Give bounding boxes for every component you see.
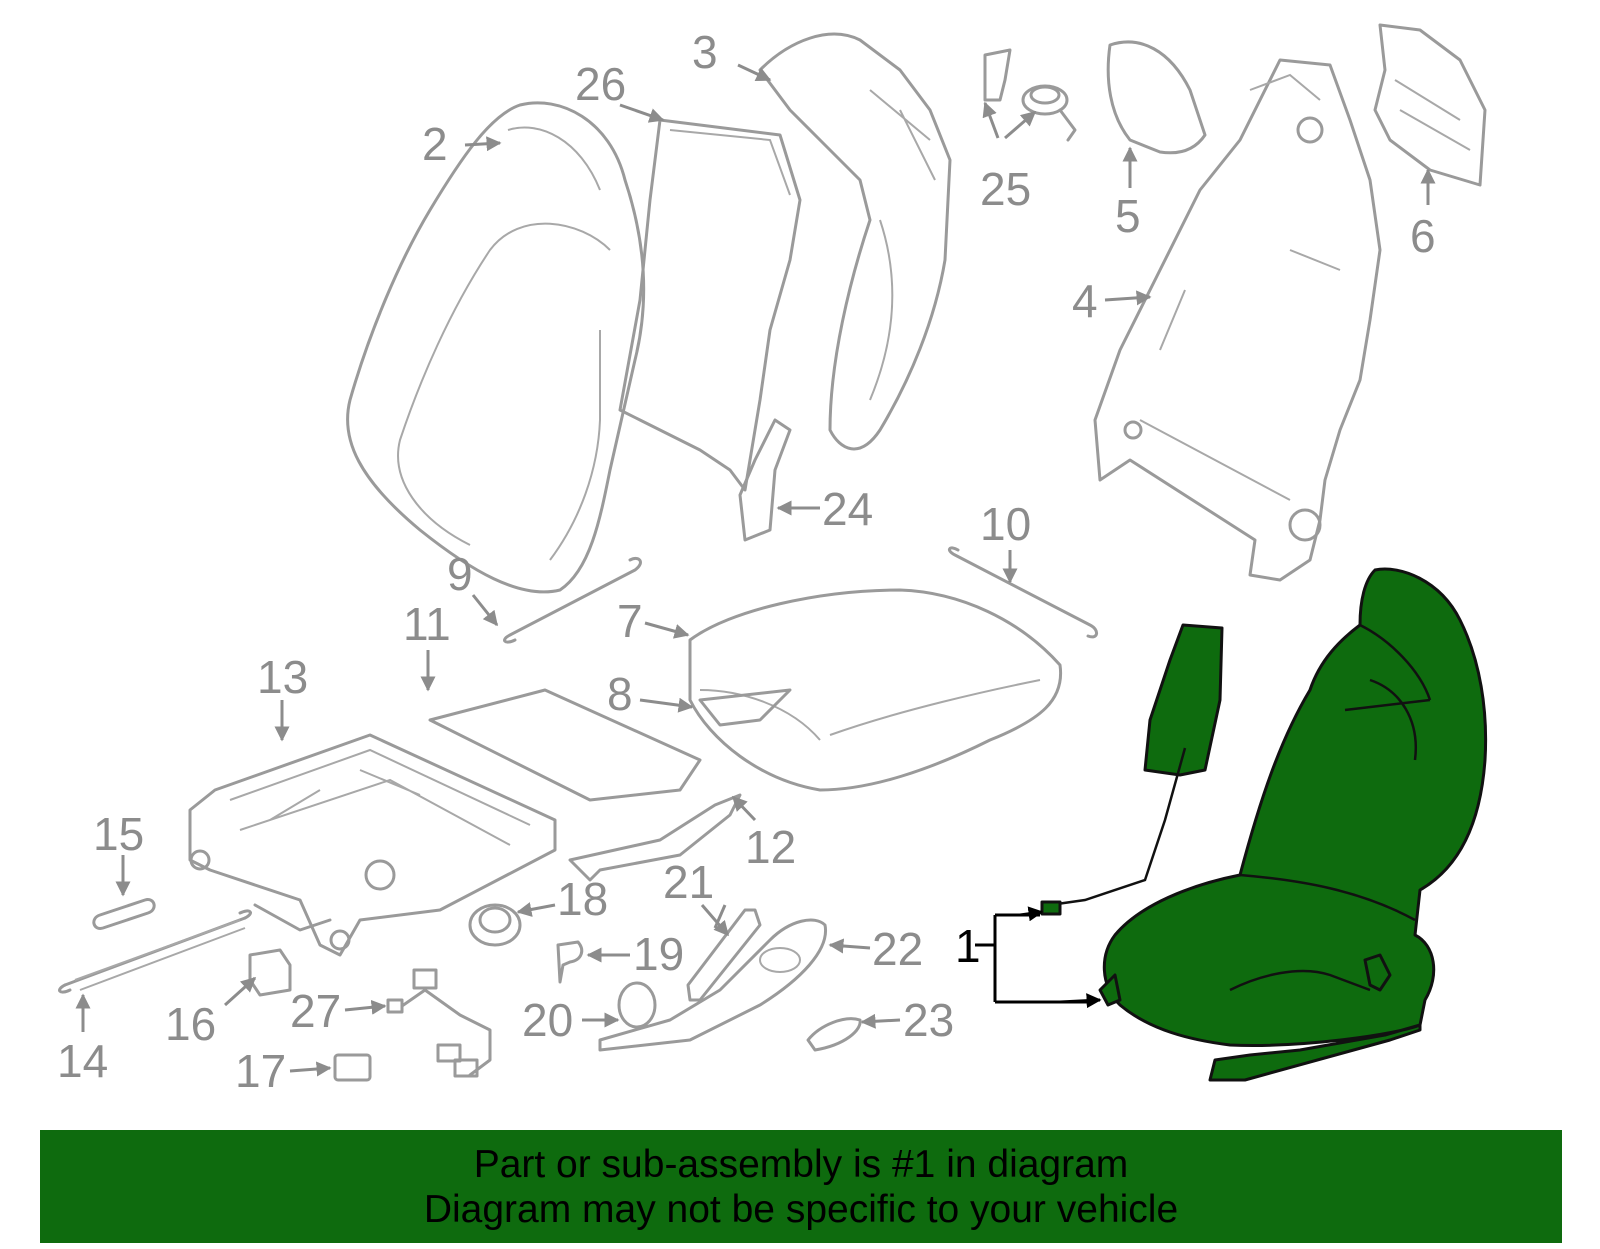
part-17-connector (333, 1053, 372, 1082)
callout-12: 12 (745, 821, 796, 873)
part-8-cushion-pad (698, 688, 792, 727)
part-1-seat-assembly (1040, 567, 1488, 1082)
banner-line-1: Part or sub-assembly is #1 in diagram (473, 1142, 1129, 1186)
part-18-knob (468, 903, 522, 947)
callout-22: 22 (872, 923, 923, 975)
callout-4: 4 (1072, 275, 1098, 327)
part-27-harness (386, 968, 492, 1078)
callout-5: 5 (1115, 190, 1141, 242)
part-2-seat-back-cover (346, 101, 646, 594)
part-25-clips (983, 48, 1077, 142)
callout-labels: 1 2 3 4 5 6 7 8 9 10 11 12 13 14 15 16 1… (57, 26, 1436, 1097)
callout-14: 14 (57, 1035, 108, 1087)
parts-diagram: 1 2 3 4 5 6 7 8 9 10 11 12 13 14 15 16 1… (57, 23, 1488, 1097)
part-10-rod (947, 546, 1098, 639)
callout-16: 16 (165, 998, 216, 1050)
part-3-side-panel (758, 32, 952, 451)
part-9-rod (503, 556, 642, 644)
callout-3: 3 (692, 26, 718, 78)
part-23-button (806, 1017, 862, 1052)
callout-25: 25 (980, 163, 1031, 215)
callout-11: 11 (403, 598, 451, 650)
callout-13: 13 (257, 651, 308, 703)
part-11-mat (428, 688, 702, 802)
part-13-seat-frame (188, 733, 557, 957)
callout-9: 9 (447, 548, 473, 600)
callout-23: 23 (903, 994, 954, 1046)
part-7-cushion-cover (688, 588, 1063, 792)
callout-19: 19 (633, 928, 684, 980)
leader-lines (75, 63, 1436, 1077)
part-22-side-shield (598, 918, 828, 1052)
callout-18: 18 (557, 873, 608, 925)
part-5-guide (1106, 40, 1207, 155)
callout-26: 26 (575, 58, 626, 110)
callout-15: 15 (93, 808, 144, 860)
callout-6: 6 (1410, 210, 1436, 262)
callout-7: 7 (617, 595, 643, 647)
callout-8: 8 (607, 668, 633, 720)
part-15-pin (92, 898, 156, 930)
part-24-bracket (738, 418, 792, 542)
part-19-clip (556, 940, 584, 984)
part-16-block (248, 948, 292, 997)
callout-21: 21 (663, 856, 714, 908)
callout-1: 1 (955, 920, 981, 972)
part-14-spring (58, 909, 252, 994)
callout-17: 17 (235, 1045, 286, 1097)
part-6-trim (1373, 23, 1487, 187)
info-banner: Part or sub-assembly is #1 in diagram Di… (40, 1130, 1562, 1243)
part-20-knob (617, 981, 657, 1029)
callout-24: 24 (822, 483, 873, 535)
banner-line-2: Diagram may not be specific to your vehi… (423, 1187, 1179, 1231)
part-12-trim-strip (568, 793, 742, 882)
part-26-back-pad (618, 118, 802, 492)
callout-10: 10 (980, 498, 1031, 550)
part-21-bezel (686, 908, 762, 1002)
callout-2: 2 (422, 118, 448, 170)
part-4-frame (1093, 58, 1382, 582)
callout-20: 20 (522, 994, 573, 1046)
callout-27: 27 (290, 985, 341, 1037)
